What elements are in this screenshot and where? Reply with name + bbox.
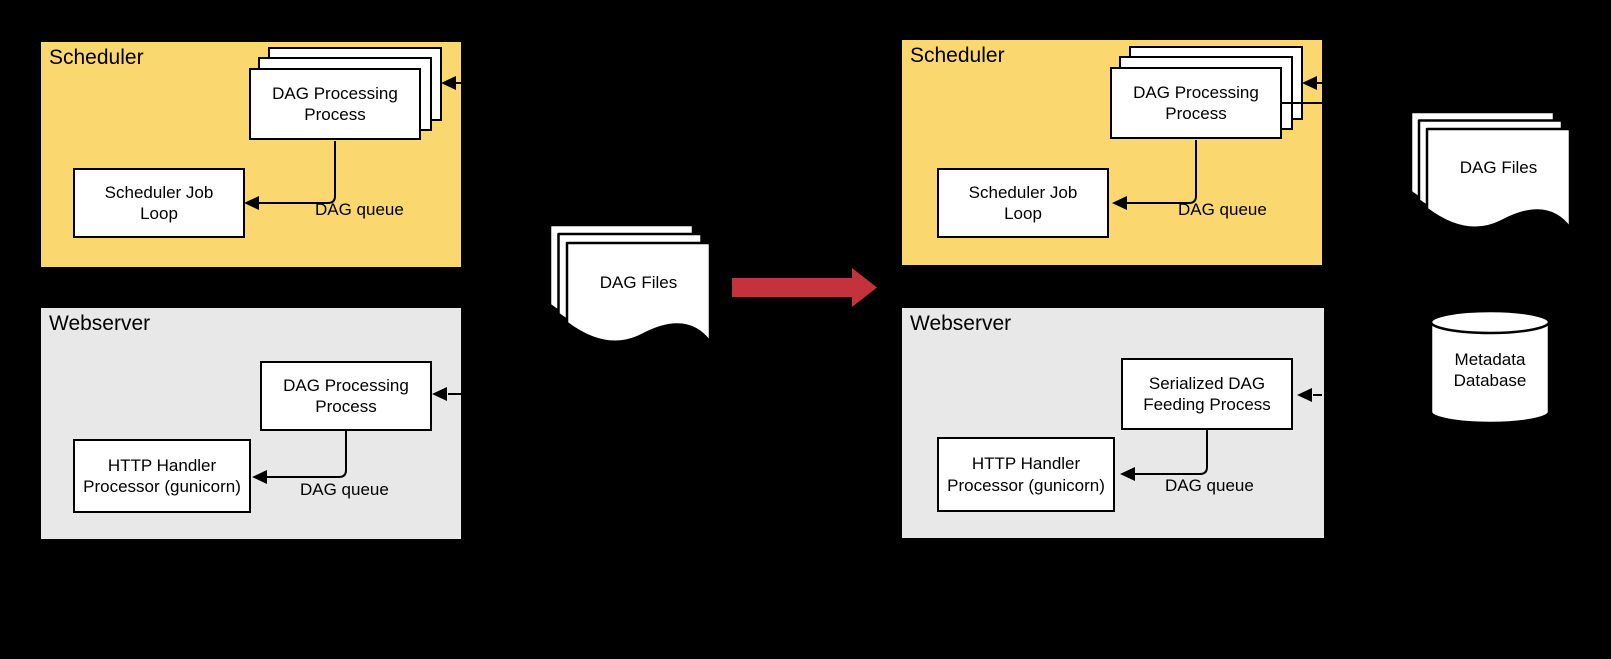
before-webserver-queue-connector [252,431,347,484]
after-webserver-title: Webserver [910,312,1012,335]
box-label: DAG Processing Process [272,83,398,124]
document-sheet [565,241,712,344]
before-webserver-dag-processing-box: DAG Processing Process [260,361,432,431]
box-label: Serialized DAG Feeding Process [1143,373,1271,414]
before-scheduler-job-loop-box: Scheduler Job Loop [73,168,245,238]
before-webserver-incoming-arrow [432,387,461,401]
after-scheduler-title: Scheduler [910,44,1005,67]
arrowhead [1112,196,1127,210]
after-scheduler-job-loop-box: Scheduler Job Loop [937,168,1109,238]
icon-caption: DAG Files [599,273,678,292]
cylinder-top [1429,309,1551,335]
after-dag-files-icon [1409,110,1572,230]
metadata-database-icon [1429,309,1551,425]
before-dag-processing-process-box: DAG Processing Process [249,68,421,140]
cylinder-body [1429,320,1551,425]
box-label: Scheduler Job Loop [104,182,214,223]
after-scheduler-incoming-arrow [1282,76,1322,104]
after-http-handler-box: HTTP Handler Processor (gunicorn) [937,437,1115,512]
metadata-database-label: Metadata Database [1431,349,1549,392]
box-label: DAG Processing Process [1133,82,1259,123]
before-webserver-queue-label: DAG queue [300,480,389,499]
arrowhead [1120,467,1135,481]
arrowhead [432,387,447,401]
middle-dag-files-label: DAG Files [567,272,710,293]
before-scheduler-incoming-arrow [441,76,461,90]
document-sheet [1425,127,1572,230]
transition-arrow [732,268,877,307]
box-label: HTTP Handler Processor (gunicorn) [947,454,1105,495]
box-label: Scheduler Job Loop [968,182,1078,223]
after-webserver-queue-label: DAG queue [1165,476,1254,495]
after-dag-processing-process-box: DAG Processing Process [1110,67,1282,139]
before-scheduler-queue-label: DAG queue [315,200,404,219]
arrowhead [252,470,267,484]
after-webserver-queue-connector [1120,430,1208,481]
arrowhead [1297,388,1312,402]
before-webserver-title: Webserver [49,312,151,335]
box-label: HTTP Handler Processor (gunicorn) [83,455,241,496]
box-label: DAG Processing Process [283,375,409,416]
after-scheduler-queue-label: DAG queue [1178,200,1267,219]
middle-dag-files-icon [548,223,712,344]
icon-caption: DAG Files [1459,158,1538,177]
icon-caption: Metadata Database [1453,350,1527,391]
arrowhead [441,76,456,90]
after-serialized-dag-feeding-box: Serialized DAG Feeding Process [1121,358,1293,430]
after-scheduler-queue-connector [1112,140,1197,210]
before-scheduler-queue-connector [244,141,336,210]
arrowhead [244,196,259,210]
before-http-handler-box: HTTP Handler Processor (gunicorn) [73,439,251,513]
after-dag-files-label: DAG Files [1427,157,1570,178]
arrowhead [1302,76,1317,90]
before-scheduler-title: Scheduler [49,46,144,69]
after-webserver-incoming-arrow [1297,388,1322,402]
